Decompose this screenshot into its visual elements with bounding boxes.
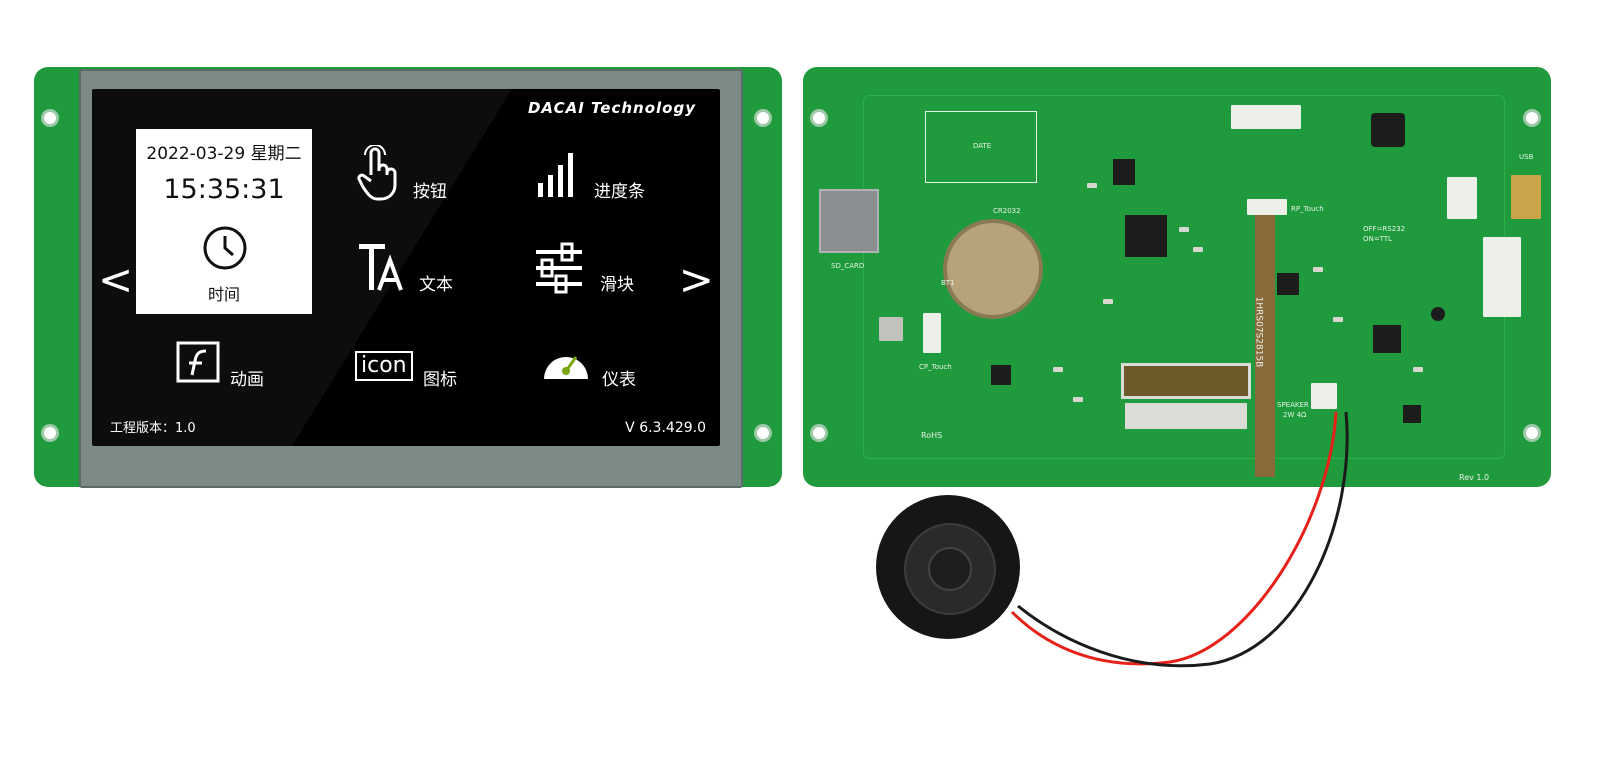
progress-bar-tile[interactable]: 进度条 <box>502 129 678 218</box>
firmware-version: V 6.3.429.0 <box>625 420 706 436</box>
date-silk: DATE <box>973 142 992 150</box>
display-board-back: DATE SD_CARD CR2032 BT1 USB OFF=RS232 ON… <box>803 67 1551 487</box>
capacitor <box>1431 307 1445 321</box>
coin-cell-battery <box>943 219 1043 319</box>
gauge-tile[interactable]: 仪表 <box>502 319 678 408</box>
prev-page-arrow[interactable]: < <box>98 255 134 304</box>
date-box <box>925 111 1037 183</box>
cp-touch-silk: CP_Touch <box>919 363 952 371</box>
text-tile[interactable]: 文本 <box>319 224 495 313</box>
clock-text: 15:35:31 <box>163 174 285 205</box>
rohs-silk: RoHS <box>921 431 943 440</box>
animation-tile-label: 动画 <box>230 370 264 390</box>
clock-icon <box>203 226 247 270</box>
lcd-screen: DACAI Technology < > 2022-03-29 星期二 15:3… <box>92 89 720 446</box>
rp-touch-connector <box>1247 199 1287 215</box>
side-connector <box>1447 177 1477 219</box>
time-tile[interactable]: 2022-03-29 星期二 15:35:31 时间 <box>136 129 312 314</box>
header-connector <box>1231 105 1301 129</box>
button-tile-label: 按钮 <box>413 182 447 202</box>
fpc-latch <box>1125 403 1247 429</box>
progress-bar-tile-label: 进度条 <box>594 182 645 202</box>
touch-flex-cable <box>1255 215 1275 477</box>
rs232-silk: OFF=RS232 <box>1363 225 1406 233</box>
icon-text-icon: icon <box>355 351 413 381</box>
sd-card-silk: SD_CARD <box>831 262 865 270</box>
animation-tile[interactable]: 动画 <box>136 319 312 408</box>
button-tile[interactable]: 按钮 <box>319 129 495 218</box>
rp-touch-silk: RP_Touch <box>1291 205 1324 213</box>
ic-chip <box>1113 159 1135 185</box>
ic-chip <box>1277 273 1299 295</box>
speaker-connector <box>1311 383 1337 409</box>
project-version: 工程版本：1.0 <box>110 421 196 436</box>
next-page-arrow[interactable]: > <box>678 255 714 304</box>
slider-tile[interactable]: 滑块 <box>502 224 678 313</box>
gauge-tile-label: 仪表 <box>602 370 636 390</box>
speaker-silk: SPEAKER <box>1277 401 1309 409</box>
usb-silk: USB <box>1519 153 1534 161</box>
flash-icon <box>176 341 220 383</box>
cp-touch-connector <box>923 313 941 353</box>
slider-tile-label: 滑块 <box>600 275 634 295</box>
icon-tile-label: 图标 <box>423 370 457 390</box>
speaker <box>876 495 1020 639</box>
gauge-icon <box>544 356 588 379</box>
progress-bars-icon <box>538 153 573 197</box>
icon-tile[interactable]: icon 图标 <box>319 319 495 408</box>
speaker-spec-silk: 2W 4Ω <box>1283 411 1307 419</box>
mounting-hole <box>1526 112 1538 124</box>
slider-icon <box>536 242 582 294</box>
ttl-silk: ON=TTL <box>1363 235 1392 243</box>
ic-chip <box>1373 325 1401 353</box>
display-board-front: DACAI Technology < > 2022-03-29 星期二 15:3… <box>34 67 782 488</box>
mounting-hole <box>813 112 825 124</box>
cr2032-silk: CR2032 <box>993 207 1021 215</box>
sd-card-slot <box>819 189 879 253</box>
lcd-fpc-connector <box>1121 363 1251 399</box>
mounting-hole <box>757 427 769 439</box>
mounting-hole <box>813 427 825 439</box>
mounting-hole <box>44 427 56 439</box>
ic-chip <box>991 365 1011 385</box>
date-text: 2022-03-29 星期二 <box>146 144 302 164</box>
bt1-silk: BT1 <box>941 279 955 287</box>
brand-label: DACAI Technology <box>527 99 696 117</box>
revision-silk: Rev 1.0 <box>1459 473 1490 482</box>
mounting-hole <box>1526 427 1538 439</box>
text-icon <box>359 244 403 291</box>
usb-port <box>1511 175 1541 219</box>
mounting-hole <box>757 112 769 124</box>
mcu-chip <box>1125 215 1167 257</box>
time-tile-label: 时间 <box>207 285 240 304</box>
uart-connector <box>1483 237 1521 317</box>
ic-chip <box>1403 405 1421 423</box>
text-tile-label: 文本 <box>419 275 453 295</box>
touch-hand-icon <box>357 145 397 201</box>
mounting-hole <box>44 112 56 124</box>
buzzer <box>1371 113 1405 147</box>
